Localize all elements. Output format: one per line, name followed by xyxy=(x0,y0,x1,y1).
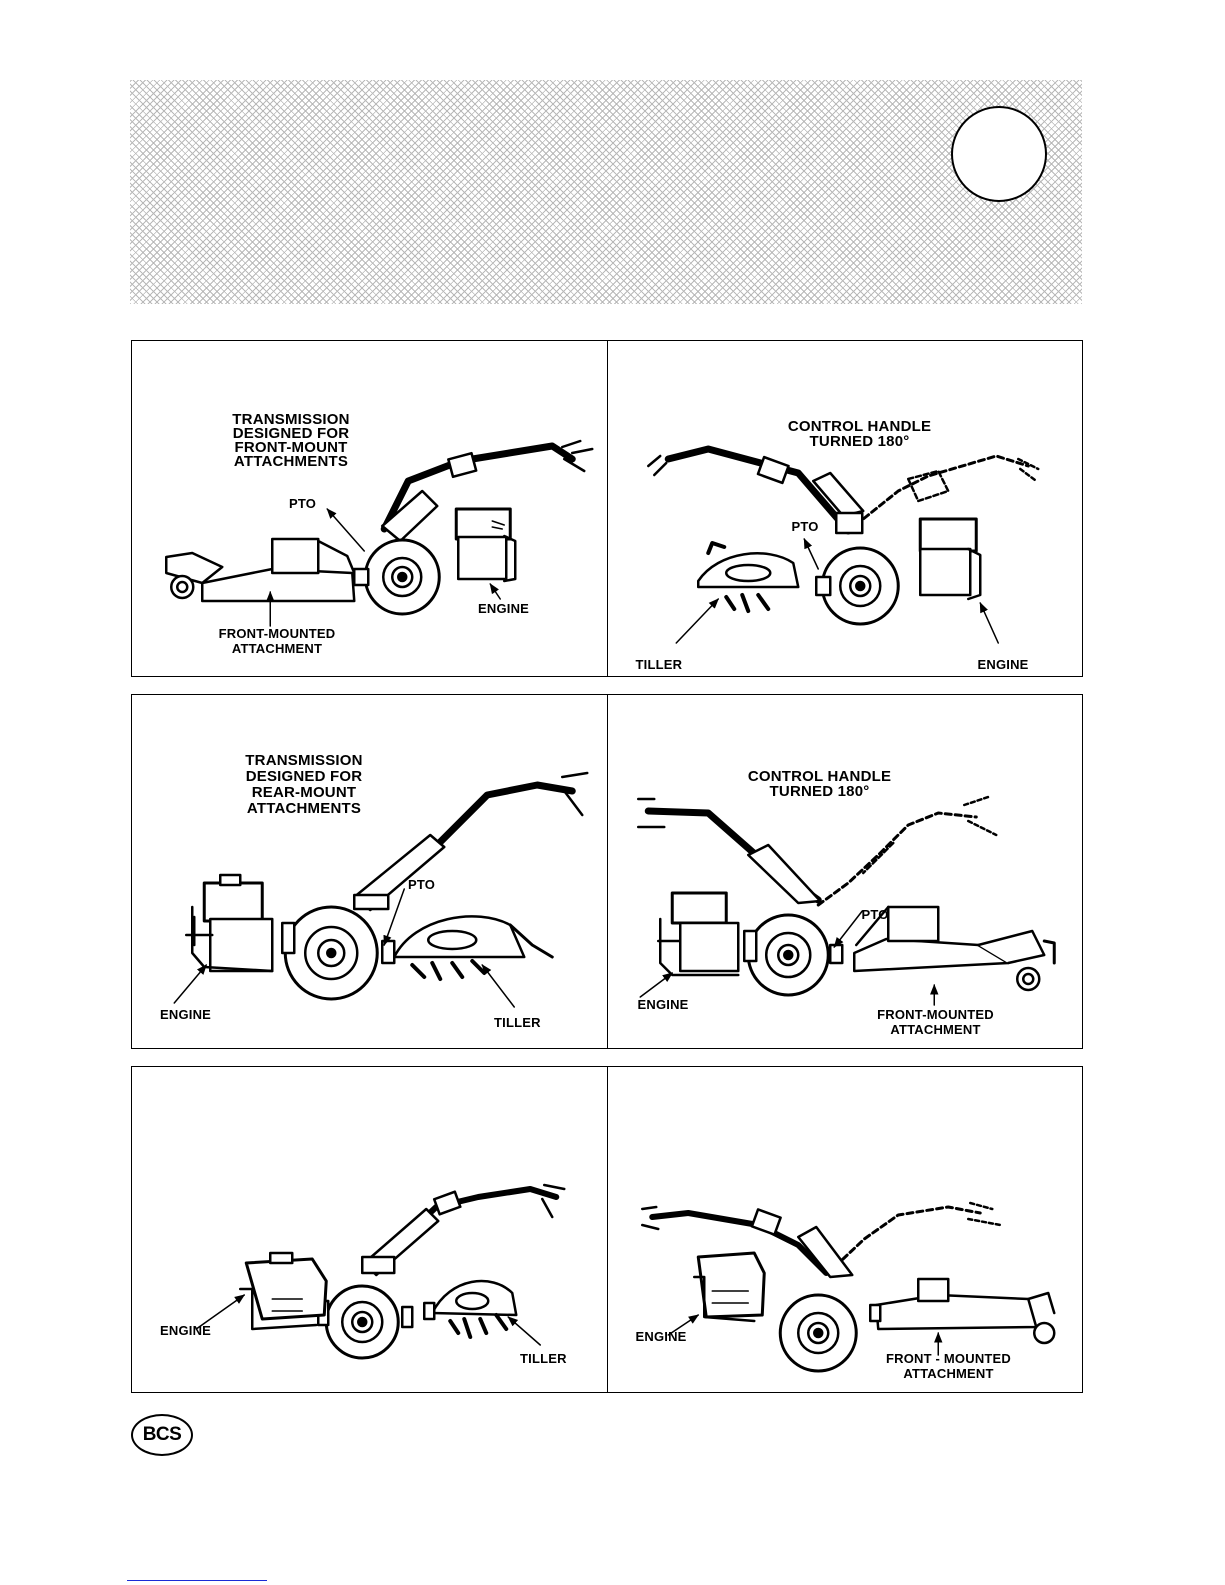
section-badge xyxy=(951,106,1047,202)
panel-heading: TRANSMISSION DESIGNED FOR FRONT-MOUNT AT… xyxy=(226,411,356,470)
tiller-label: TILLER xyxy=(494,1015,541,1030)
heading-line: TRANSMISSION xyxy=(232,411,350,428)
heading-line: REAR-MOUNT xyxy=(251,784,357,801)
heading-line: DESIGNED FOR xyxy=(245,768,363,785)
pto-label: PTO xyxy=(289,496,317,511)
panel-front-mount-transmission: TRANSMISSION DESIGNED FOR FRONT-MOUNT AT… xyxy=(132,341,607,676)
engine-label: ENGINE xyxy=(977,657,1029,672)
engine-label: ENGINE xyxy=(478,601,530,616)
heading-line: CONTROL HANDLE xyxy=(787,418,932,435)
panel-rear-mount-transmission: TRANSMISSION DESIGNED FOR REAR-MOUNT ATT… xyxy=(132,695,607,1048)
heading-line: TRANSMISSION xyxy=(245,752,363,769)
engine-label: ENGINE xyxy=(160,1007,212,1022)
attachment-label: FRONT - MOUNTED ATTACHMENT xyxy=(874,1351,1024,1381)
tiller-label: TILLER xyxy=(635,657,683,672)
attachment-label-line: ATTACHMENT xyxy=(231,641,323,656)
heading-line: DESIGNED FOR xyxy=(232,425,350,442)
heading-line: TURNED 180° xyxy=(769,783,870,800)
tiller-label: TILLER xyxy=(520,1351,567,1366)
heading-line: ATTACHMENTS xyxy=(246,800,362,817)
panel-heading: CONTROL HANDLE TURNED 180° xyxy=(770,419,950,449)
panel-control-handle-turned-mower: CONTROL HANDLE TURNED 180° PTO ENGINE FR… xyxy=(606,695,1083,1048)
attachment-label: FRONT-MOUNTED ATTACHMENT xyxy=(210,626,344,656)
pto-label: PTO xyxy=(861,907,889,922)
heading-line: FRONT-MOUNT xyxy=(234,439,348,456)
tractor-front-mount-illustration xyxy=(165,439,594,627)
attachment-label-line: FRONT - MOUNTED xyxy=(885,1351,1012,1366)
bcs-logo: BCS xyxy=(131,1414,193,1456)
heading-line: TURNED 180° xyxy=(809,433,910,450)
engine-label: ENGINE xyxy=(637,997,689,1012)
panel-heading: CONTROL HANDLE TURNED 180° xyxy=(730,769,910,799)
panel-engine-mower: ENGINE FRONT - MOUNTED ATTACHMENT xyxy=(606,1067,1083,1392)
tractor-handle-turned-mower-illustration xyxy=(636,795,1056,1006)
heading-line: ATTACHMENTS xyxy=(233,453,349,470)
attachment-label-line: FRONT-MOUNTED xyxy=(877,1007,994,1022)
panel-heading: TRANSMISSION DESIGNED FOR REAR-MOUNT ATT… xyxy=(239,753,369,817)
tractor-mower-illustration xyxy=(640,1201,1055,1373)
diagram-row-1: TRANSMISSION DESIGNED FOR FRONT-MOUNT AT… xyxy=(131,340,1083,677)
engine-label: ENGINE xyxy=(635,1329,687,1344)
tractor-handle-turned-tiller-illustration xyxy=(646,445,1039,644)
diagram-row-3: ENGINE TILLER xyxy=(131,1066,1083,1393)
pto-label: PTO xyxy=(408,877,436,892)
tractor-tiller-illustration xyxy=(195,1183,566,1360)
attachment-label-line: ATTACHMENT xyxy=(890,1022,981,1037)
heading-line: CONTROL HANDLE xyxy=(747,768,892,785)
attachment-label: FRONT-MOUNTED ATTACHMENT xyxy=(866,1007,1006,1037)
panel-control-handle-turned-tiller: CONTROL HANDLE TURNED 180° PTO TILLER EN… xyxy=(606,341,1083,676)
attachment-label-line: FRONT-MOUNTED xyxy=(218,626,336,641)
panel-engine-tiller: ENGINE TILLER xyxy=(132,1067,607,1392)
header-banner xyxy=(130,80,1082,304)
engine-label: ENGINE xyxy=(160,1323,212,1338)
diagram-row-2: TRANSMISSION DESIGNED FOR REAR-MOUNT ATT… xyxy=(131,694,1083,1049)
pto-label: PTO xyxy=(791,519,819,534)
attachment-label-line: ATTACHMENT xyxy=(903,1366,994,1381)
tractor-rear-mount-illustration xyxy=(173,771,589,1008)
footer-link-underline[interactable] xyxy=(127,1580,267,1581)
